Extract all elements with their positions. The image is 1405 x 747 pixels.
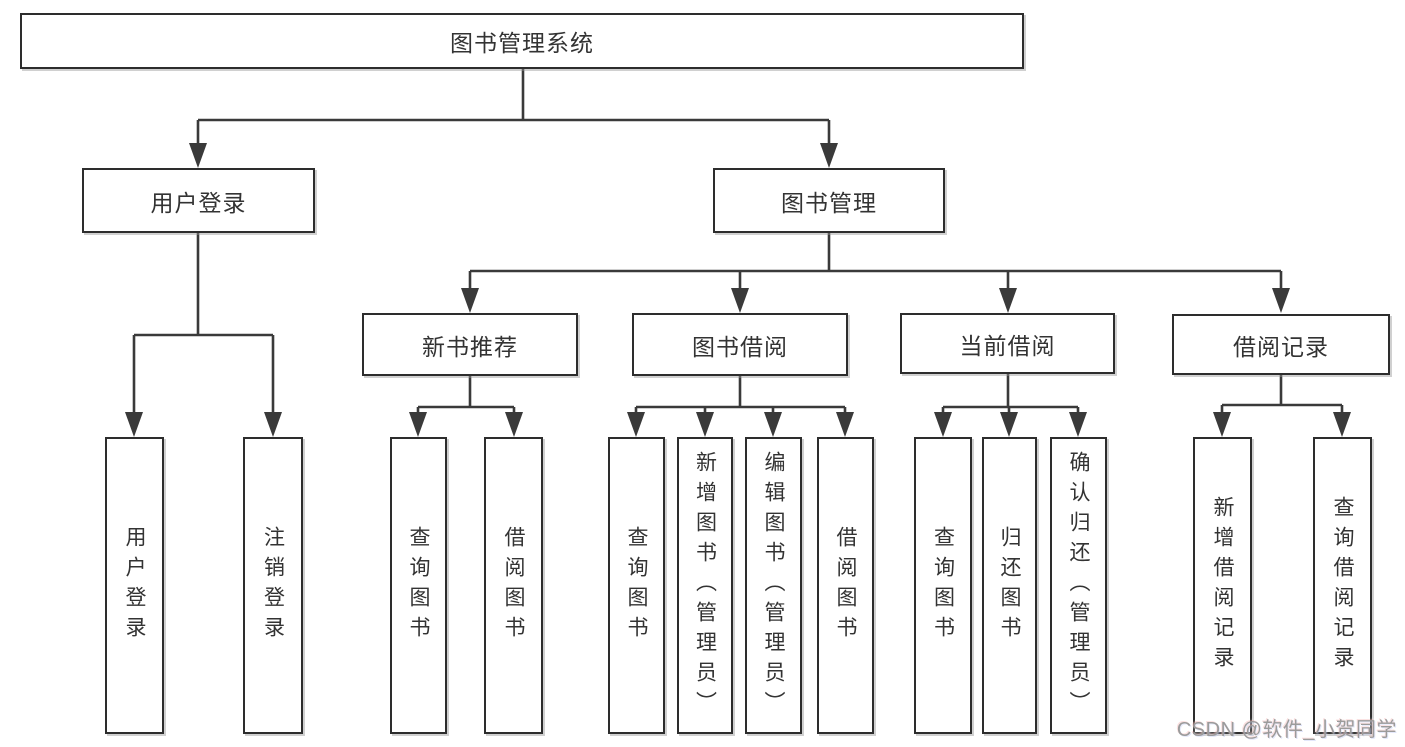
- leaf-add-borrow-record: 新增借阅记录: [1193, 437, 1252, 734]
- leaf-add-books-admin: 新增图书（管理员）: [677, 437, 733, 734]
- node-book-borrow: 图书借阅: [632, 313, 848, 376]
- leaf-query-books-current: 查询图书: [914, 437, 972, 734]
- leaf-user-login-label: 用户登录: [123, 525, 146, 646]
- node-borrow-records-label: 借阅记录: [1233, 333, 1329, 360]
- node-root: 图书管理系统: [20, 13, 1024, 69]
- leaf-query-borrow-record: 查询借阅记录: [1313, 437, 1372, 734]
- node-root-label: 图书管理系统: [450, 30, 594, 56]
- leaf-confirm-return-admin-label: 确认归还（管理员）: [1067, 450, 1090, 721]
- leaf-return-books-label: 归还图书: [998, 525, 1021, 646]
- leaf-query-books-recommend: 查询图书: [390, 437, 447, 734]
- leaf-query-books-current-label: 查询图书: [931, 525, 955, 646]
- leaf-query-borrow-record-label: 查询借阅记录: [1331, 495, 1354, 676]
- leaf-logout-label: 注销登录: [261, 525, 285, 646]
- leaf-query-books-borrow: 查询图书: [608, 437, 665, 734]
- node-book-management-label: 图书管理: [781, 189, 877, 216]
- node-borrow-records: 借阅记录: [1172, 314, 1390, 375]
- leaf-borrow-books-label: 借阅图书: [834, 525, 857, 646]
- node-book-management: 图书管理: [713, 168, 945, 233]
- connector-segments: [132, 69, 1344, 416]
- node-new-book-recommend: 新书推荐: [362, 313, 578, 376]
- node-user-login: 用户登录: [82, 168, 315, 233]
- leaf-return-books: 归还图书: [982, 437, 1037, 734]
- node-current-borrow-label: 当前借阅: [959, 332, 1056, 359]
- leaf-logout: 注销登录: [243, 437, 303, 734]
- leaf-borrow-books-recommend: 借阅图书: [484, 437, 543, 734]
- leaf-borrow-books-recommend-label: 借阅图书: [502, 525, 525, 646]
- leaf-borrow-books: 借阅图书: [817, 437, 874, 734]
- leaf-confirm-return-admin: 确认归还（管理员）: [1050, 437, 1107, 734]
- leaf-query-books-borrow-label: 查询图书: [625, 525, 648, 646]
- node-book-borrow-label: 图书借阅: [692, 333, 788, 360]
- leaf-add-books-admin-label: 新增图书（管理员）: [693, 450, 717, 721]
- leaf-user-login: 用户登录: [105, 437, 164, 734]
- arrowheads: [125, 143, 1351, 437]
- node-new-book-recommend-label: 新书推荐: [422, 333, 518, 360]
- leaf-edit-books-admin: 编辑图书（管理员）: [745, 437, 802, 734]
- leaf-query-books-recommend-label: 查询图书: [407, 525, 430, 646]
- csdn-watermark: CSDN @软件_小贺同学: [1176, 719, 1397, 741]
- node-current-borrow: 当前借阅: [900, 313, 1115, 374]
- leaf-edit-books-admin-label: 编辑图书（管理员）: [762, 450, 785, 721]
- node-user-login-label: 用户登录: [150, 189, 247, 216]
- leaf-add-borrow-record-label: 新增借阅记录: [1211, 495, 1234, 676]
